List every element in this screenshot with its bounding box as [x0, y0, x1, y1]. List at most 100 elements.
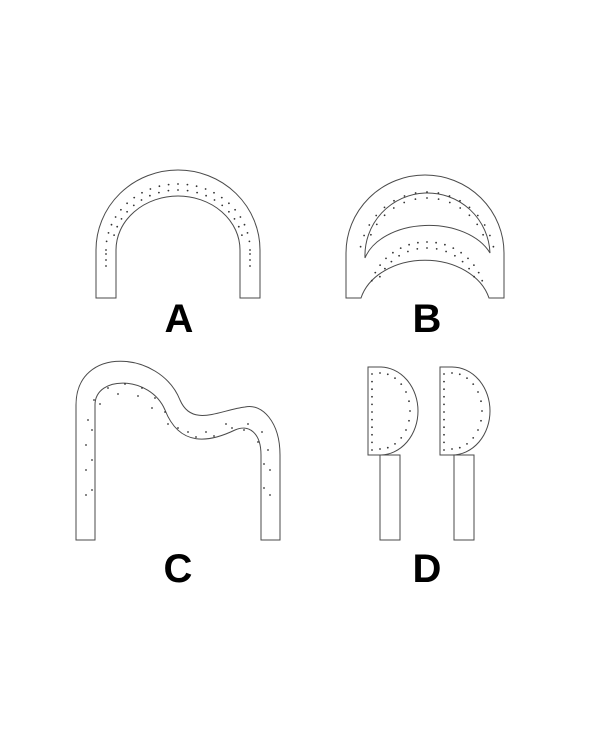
figure-a-arch-outline	[95, 169, 261, 299]
perforation-dot	[408, 419, 410, 422]
perforation-dot	[87, 419, 89, 421]
perforation-dot	[120, 208, 122, 211]
perforation-dot	[426, 197, 428, 199]
perforation-dot	[477, 391, 479, 393]
perforation-dot	[196, 191, 199, 194]
figure-c-perforations	[85, 383, 271, 496]
perforation-dot	[91, 459, 93, 461]
perforation-dot	[205, 431, 207, 433]
perforation-dot	[417, 241, 419, 244]
perforation-dot	[437, 198, 440, 201]
perforation-dot	[386, 446, 389, 449]
perforation-dot	[91, 489, 93, 491]
perforation-dot	[443, 388, 445, 391]
perforation-dot	[371, 418, 373, 421]
perforation-dot	[221, 204, 224, 207]
perforation-dot	[400, 383, 403, 385]
perforation-dot	[375, 214, 378, 217]
perforation-dot	[195, 436, 197, 438]
perforation-dot	[93, 399, 95, 401]
perforation-dot	[414, 192, 417, 194]
perforation-dot	[392, 251, 394, 254]
perforation-dot	[186, 189, 189, 192]
perforation-dot	[371, 441, 373, 444]
perforation-dot	[126, 202, 128, 205]
figure-d-perforations	[371, 372, 483, 451]
perforation-dot	[167, 189, 170, 192]
perforation-dot	[105, 249, 107, 251]
perforation-dot	[363, 234, 365, 237]
perforation-dot	[492, 245, 495, 248]
perforation-dot	[117, 393, 119, 395]
figure-c-label: C	[164, 547, 193, 591]
perforation-dot	[371, 380, 373, 383]
perforation-dot	[414, 198, 417, 201]
perforation-dot	[443, 441, 445, 444]
perforation-dot	[443, 403, 445, 406]
perforation-dot	[403, 195, 406, 197]
perforation-dot	[186, 183, 189, 186]
perforation-dot	[167, 423, 169, 425]
perforation-dot	[482, 233, 484, 236]
perforation-dot	[443, 449, 445, 451]
perforation-dot	[105, 253, 107, 255]
perforation-dot	[124, 383, 126, 385]
perforation-dot	[481, 410, 483, 412]
perforation-dot	[263, 463, 265, 465]
perforation-dot	[386, 373, 389, 376]
perforation-dot	[383, 206, 386, 209]
figure-a-label: A	[165, 297, 194, 341]
perforation-dot	[452, 247, 455, 250]
perforation-dot	[91, 429, 93, 431]
perforation-dot	[114, 216, 117, 218]
perforation-dot	[269, 494, 271, 496]
perforation-dot	[399, 247, 402, 250]
perforation-dot	[443, 411, 445, 413]
perforation-dot	[220, 196, 223, 199]
perforation-dot	[437, 192, 440, 194]
perforation-dot	[426, 247, 428, 249]
perforation-dot	[249, 259, 251, 261]
perforation-dot	[249, 265, 251, 267]
perforation-dot	[126, 210, 128, 213]
perforation-dot	[371, 395, 373, 398]
figure-c-wave-outline	[75, 360, 281, 541]
perforation-dot	[228, 202, 230, 205]
figure-d-label: D	[413, 547, 442, 591]
perforation-dot	[370, 233, 372, 236]
perforation-dot	[454, 254, 456, 257]
perforation-dot	[445, 250, 447, 253]
perforation-dot	[247, 423, 249, 425]
perforation-dot	[444, 243, 446, 246]
perforation-dot	[383, 214, 386, 217]
perforation-dot	[99, 403, 101, 405]
perforation-dot	[451, 372, 453, 374]
perforation-dot	[480, 400, 482, 403]
perforation-dot	[379, 372, 381, 374]
perforation-dot	[141, 191, 143, 194]
perforation-dot	[204, 188, 207, 190]
perforation-dot	[113, 234, 115, 237]
perforation-dot	[394, 443, 396, 445]
perforation-dot	[483, 224, 486, 226]
figure-d-right-paddle-outline	[439, 366, 491, 541]
perforation-dot	[443, 380, 445, 383]
perforation-dot	[213, 435, 215, 437]
perforation-dot	[371, 373, 373, 375]
perforation-dot	[477, 429, 479, 431]
figure-d-left-paddle-outline	[367, 366, 419, 541]
perforation-dot	[371, 403, 373, 406]
perforation-dot	[116, 225, 119, 228]
perforation-dot	[267, 449, 269, 451]
perforation-dot	[407, 250, 409, 253]
figure-b-perforations	[359, 191, 495, 282]
perforation-dot	[233, 218, 236, 220]
perforation-dot	[195, 185, 198, 188]
perforation-dot	[375, 223, 378, 226]
perforation-dot	[374, 271, 377, 274]
perforation-dot	[243, 429, 245, 431]
perforation-dot	[257, 441, 259, 443]
perforation-dot	[132, 204, 135, 207]
perforation-dot	[405, 429, 407, 431]
